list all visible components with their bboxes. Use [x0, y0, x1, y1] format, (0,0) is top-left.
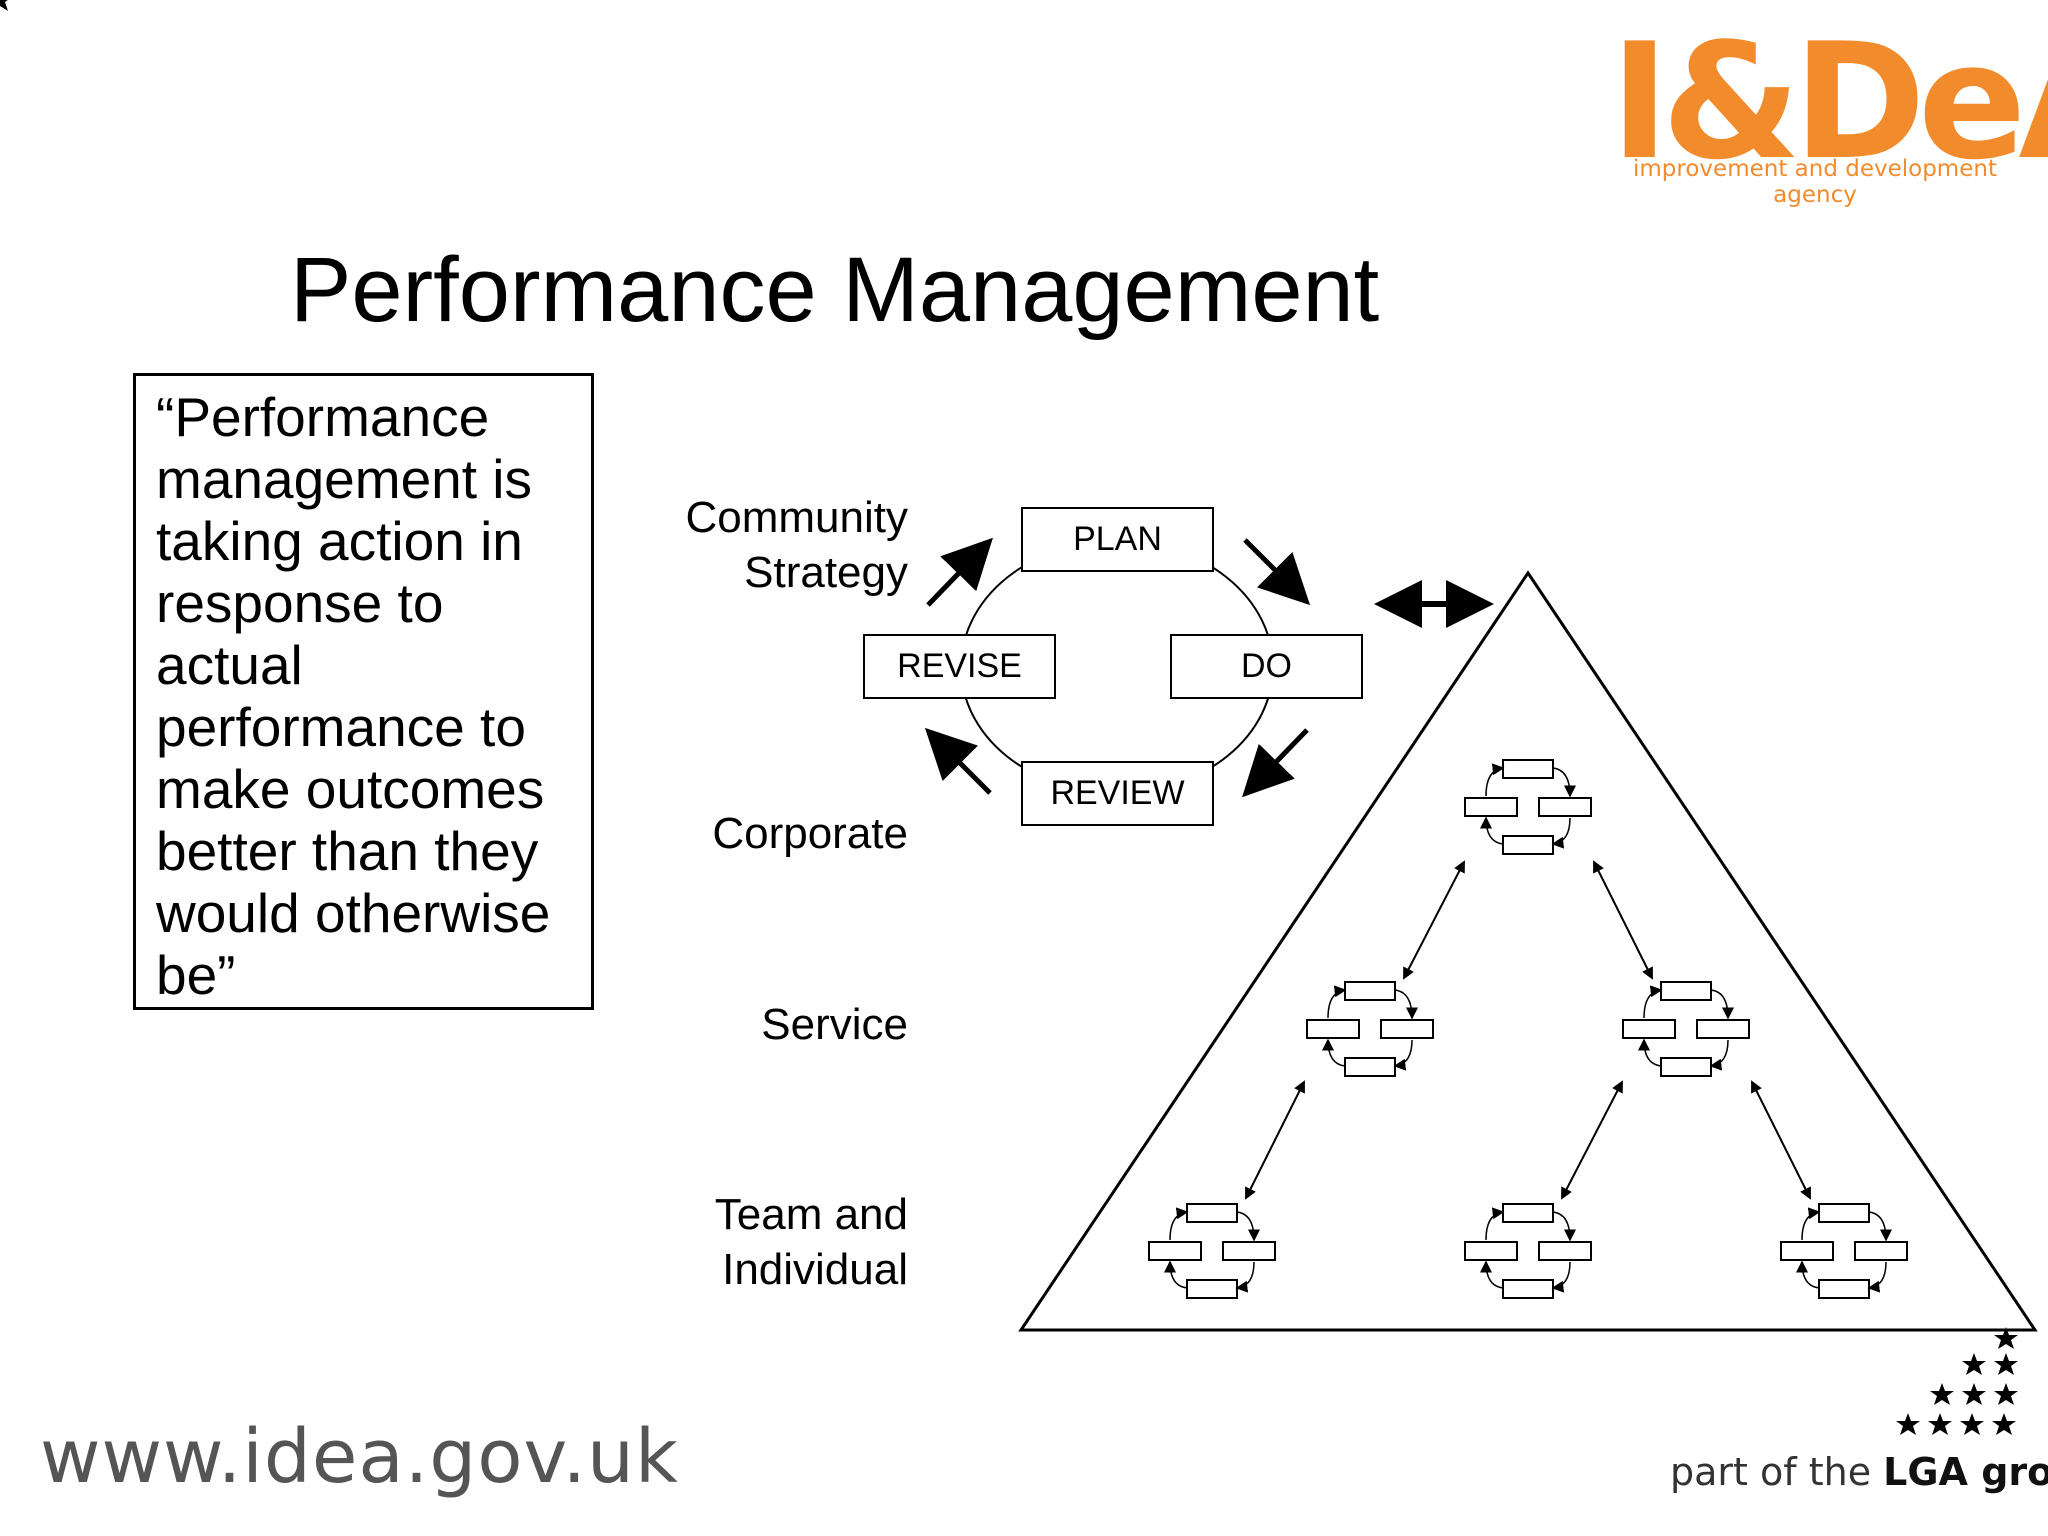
- mini-cycle-icon: [1465, 760, 1591, 854]
- lga-prefix: part of the: [1670, 1450, 1884, 1494]
- level-line: Community: [685, 493, 909, 542]
- cycle-step-plan: PLAN: [1021, 507, 1214, 572]
- idea-logo: I&DeA: [1610, 8, 2048, 195]
- lga-group-label: part of the LGA group: [1670, 1450, 2048, 1494]
- mini-cycle-icon: [1465, 1204, 1591, 1298]
- revise-label: REVISE: [897, 647, 1022, 685]
- level-community-strategy: Community Strategy: [528, 490, 909, 600]
- website-url[interactable]: www.idea.gov.uk: [40, 1414, 679, 1500]
- lga-bold: LGA group: [1883, 1450, 2048, 1494]
- arrow-review-revise: [924, 727, 992, 795]
- connector: [1751, 1080, 1811, 1200]
- page-title: Performance Management: [290, 239, 1380, 341]
- arrow-revise-plan: [926, 537, 993, 607]
- mini-cycle-icon: [1623, 982, 1749, 1076]
- level-team-individual: Team and Individual: [528, 1187, 908, 1297]
- level-line: Strategy: [744, 548, 908, 597]
- mini-cycle-icon: [1781, 1204, 1907, 1298]
- review-label: REVIEW: [1050, 774, 1185, 812]
- cycle-step-do: DO: [1170, 634, 1363, 699]
- level-corporate: Corporate: [712, 809, 908, 858]
- mini-cycle-icon: [1149, 1204, 1275, 1298]
- logo-tagline: improvement and development agency: [1633, 156, 1997, 208]
- connector: [1593, 860, 1653, 980]
- connector: [1245, 1080, 1305, 1200]
- arrow-do-review: [1242, 728, 1309, 798]
- connector: [1561, 1080, 1623, 1200]
- arrow-plan-do: [1243, 538, 1311, 606]
- level-line: Individual: [722, 1245, 908, 1294]
- level-service: Service: [761, 1000, 908, 1049]
- level-line: Team and: [714, 1190, 908, 1239]
- plan-label: PLAN: [1073, 520, 1162, 558]
- quote-box: “Performance management is taking action…: [133, 373, 594, 1010]
- connector: [1403, 860, 1465, 980]
- pyramid: [1018, 570, 2038, 1332]
- quote-text: “Performance management is taking action…: [156, 386, 551, 1006]
- cycle-step-revise: REVISE: [863, 634, 1056, 699]
- do-label: DO: [1241, 647, 1292, 685]
- stars-icon: [0, 0, 2018, 1435]
- cycle-step-review: REVIEW: [1021, 761, 1214, 826]
- mini-cycle-icon: [1307, 982, 1433, 1076]
